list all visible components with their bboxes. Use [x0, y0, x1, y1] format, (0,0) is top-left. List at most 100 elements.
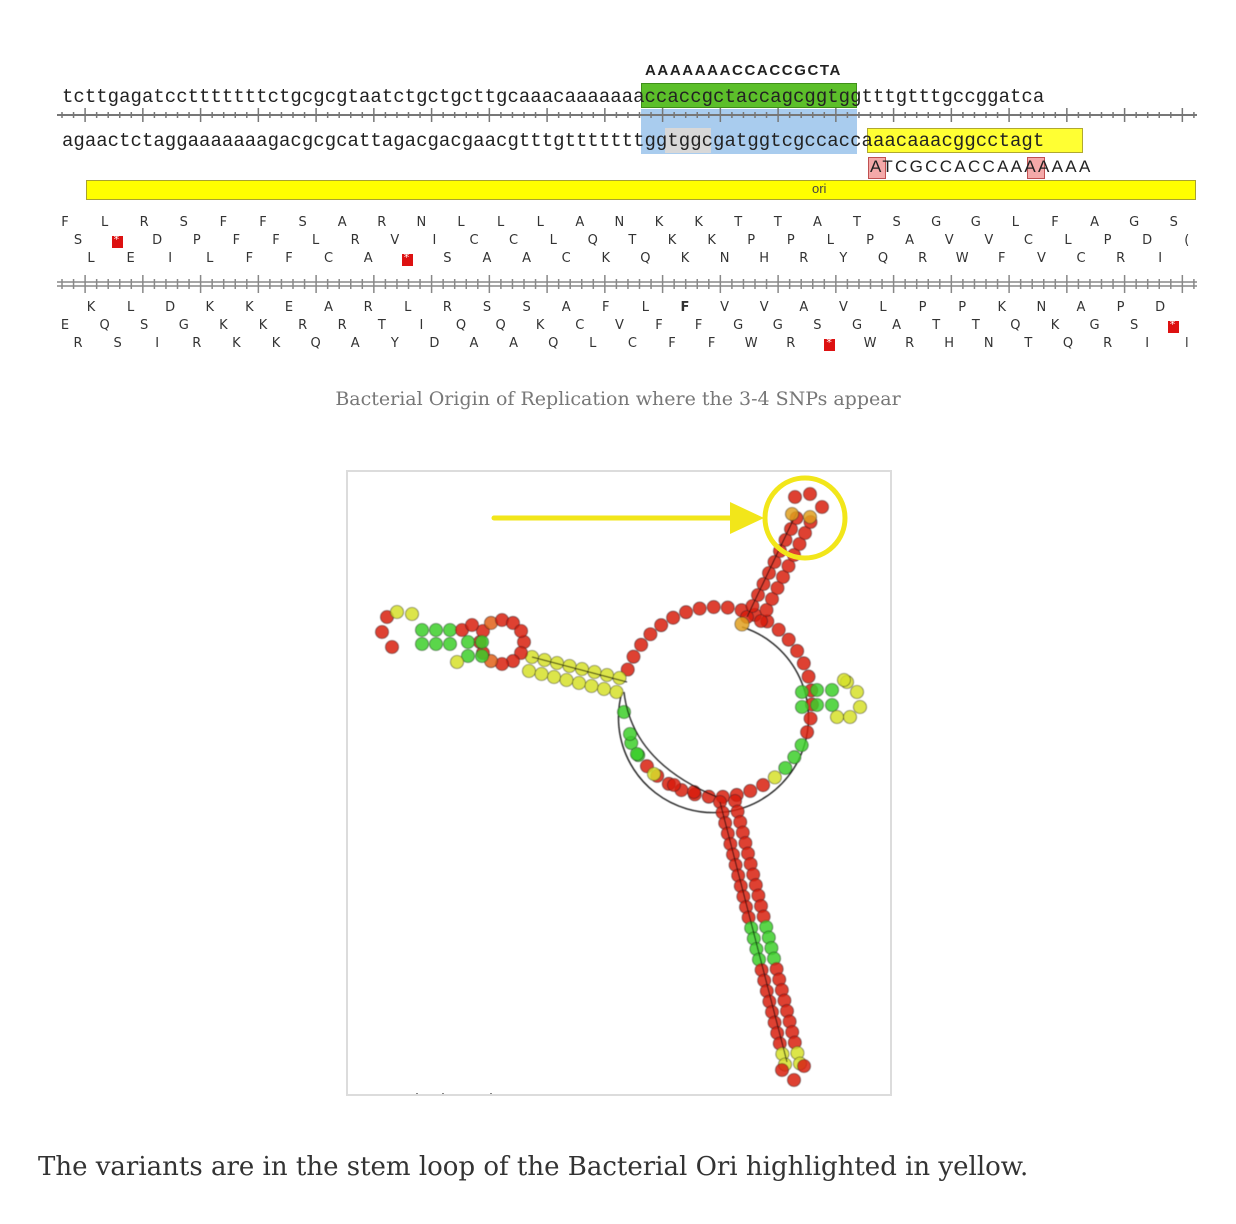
- amino-acid: R: [799, 251, 809, 266]
- amino-acid: K: [232, 336, 241, 351]
- amino-acid: G: [772, 318, 783, 333]
- snp-marker-2: [1027, 157, 1045, 179]
- amino-acid: G: [1089, 318, 1100, 333]
- amino-acid: W: [863, 336, 877, 351]
- amino-acid: L: [549, 233, 557, 248]
- amino-acid: L: [641, 300, 650, 315]
- grey-highlight: [665, 128, 711, 153]
- amino-acid: R: [363, 300, 373, 315]
- amino-acid: Q: [1010, 318, 1021, 333]
- amino-acid: S: [73, 233, 83, 248]
- amino-acid: L: [879, 300, 887, 315]
- amino-acid: T: [628, 233, 637, 248]
- amino-acid: P: [866, 233, 874, 248]
- amino-acid: P: [747, 233, 756, 248]
- amino-acid: V: [838, 300, 848, 315]
- amino-acid: A: [812, 215, 822, 230]
- bottom-strand-gap: g: [747, 130, 759, 152]
- amino-acid: R: [905, 336, 915, 351]
- amino-acid: C: [1023, 233, 1033, 248]
- amino-acid: F: [272, 233, 280, 248]
- stop-codon-icon: [824, 336, 836, 351]
- amino-acid: S: [813, 318, 822, 333]
- amino-acid: Y: [390, 336, 399, 351]
- amino-acid: C: [627, 336, 637, 351]
- amino-acid: L: [536, 215, 544, 230]
- highlight-circle-icon: [762, 475, 848, 561]
- amino-acid: R: [298, 318, 308, 333]
- amino-acid: R: [350, 233, 360, 248]
- amino-acid: I: [155, 336, 160, 351]
- amino-acid: S: [113, 336, 122, 351]
- amino-acid: H: [759, 251, 770, 266]
- figure-caption: Bacterial Origin of Replication where th…: [335, 388, 901, 410]
- amino-acid: L: [457, 215, 465, 230]
- sequence-map-figure: AAAAAAACCACCGCTA tcttgagatcctttttttctgcg…: [0, 0, 1236, 370]
- amino-acid: S: [1130, 318, 1139, 333]
- amino-acid: N: [719, 251, 730, 266]
- bottom-strand-before: agaactctaggaaaaaaagacgcgcattagacgacgaacg…: [62, 130, 565, 152]
- amino-acid: Q: [310, 336, 321, 351]
- amino-acid: R: [442, 300, 452, 315]
- amino-acid: K: [997, 300, 1007, 315]
- snp-marker-1: [868, 157, 886, 179]
- amino-acid: F: [259, 215, 267, 230]
- amino-acid: N: [1036, 300, 1047, 315]
- amino-acid: Q: [1062, 336, 1074, 351]
- amino-acid: F: [655, 318, 663, 333]
- amino-acid: I: [168, 251, 173, 266]
- amino-acid: G: [931, 215, 942, 230]
- amino-acid: T: [971, 318, 980, 333]
- amino-acid: K: [245, 300, 254, 315]
- amino-acid: R: [1103, 336, 1113, 351]
- top-strand-after: ccagcggtggtttgtttgccggatca: [747, 86, 1045, 108]
- amino-acid: K: [654, 215, 664, 230]
- amino-acid: N: [416, 215, 427, 230]
- amino-acid: N: [614, 215, 625, 230]
- amino-acid: G: [970, 215, 981, 230]
- sequence-ruler: [57, 108, 1197, 122]
- amino-acid: L: [206, 251, 214, 266]
- amino-acid: A: [575, 215, 585, 230]
- amino-acid: E: [126, 251, 135, 266]
- amino-acid: C: [1076, 251, 1086, 266]
- amino-acid: K: [680, 251, 690, 266]
- amino-acid: D: [1142, 233, 1153, 248]
- amino-acid: P: [1116, 300, 1125, 315]
- ori-feature-bar[interactable]: [86, 180, 1196, 200]
- amino-acid: T: [932, 318, 941, 333]
- amino-acid: A: [905, 233, 915, 248]
- amino-acid: A: [892, 318, 902, 333]
- amino-acid: R: [337, 318, 347, 333]
- amino-acid: F: [602, 300, 610, 315]
- amino-acid: V: [984, 233, 994, 248]
- amino-acid: S: [1169, 215, 1178, 230]
- amino-acid: K: [535, 318, 545, 333]
- amino-acid: P: [918, 300, 927, 315]
- amino-acid: F: [707, 336, 716, 351]
- amino-acid: L: [87, 251, 95, 266]
- rna-secondary-structure: [375, 475, 867, 1094]
- amino-acid: L: [126, 300, 135, 315]
- amino-acid: K: [1050, 318, 1060, 333]
- amino-acid: D: [1155, 300, 1166, 315]
- amino-acid: A: [1076, 300, 1086, 315]
- amino-acid: V: [614, 318, 624, 333]
- snp-read-sequence: ATCGCCACCAAAAAAA: [870, 157, 1093, 176]
- amino-acid: Q: [877, 251, 889, 266]
- annotation-arrow-icon: [491, 502, 764, 534]
- amino-acid: K: [86, 300, 96, 315]
- amino-acid: F: [61, 215, 69, 230]
- amino-acid: L: [1011, 215, 1020, 230]
- amino-acid: A: [799, 300, 809, 315]
- amino-acid: P: [958, 300, 967, 315]
- amino-acid: S: [522, 300, 531, 315]
- amino-acid: H: [944, 336, 955, 351]
- amino-acid: K: [258, 318, 268, 333]
- amino-acid: E: [60, 318, 70, 333]
- amino-acid: T: [853, 215, 861, 230]
- primer-label: AAAAAAACCACCGCTA: [645, 62, 842, 79]
- amino-acid: A: [350, 336, 360, 351]
- amino-acid: V: [720, 300, 730, 315]
- stop-codon-icon: [401, 251, 413, 266]
